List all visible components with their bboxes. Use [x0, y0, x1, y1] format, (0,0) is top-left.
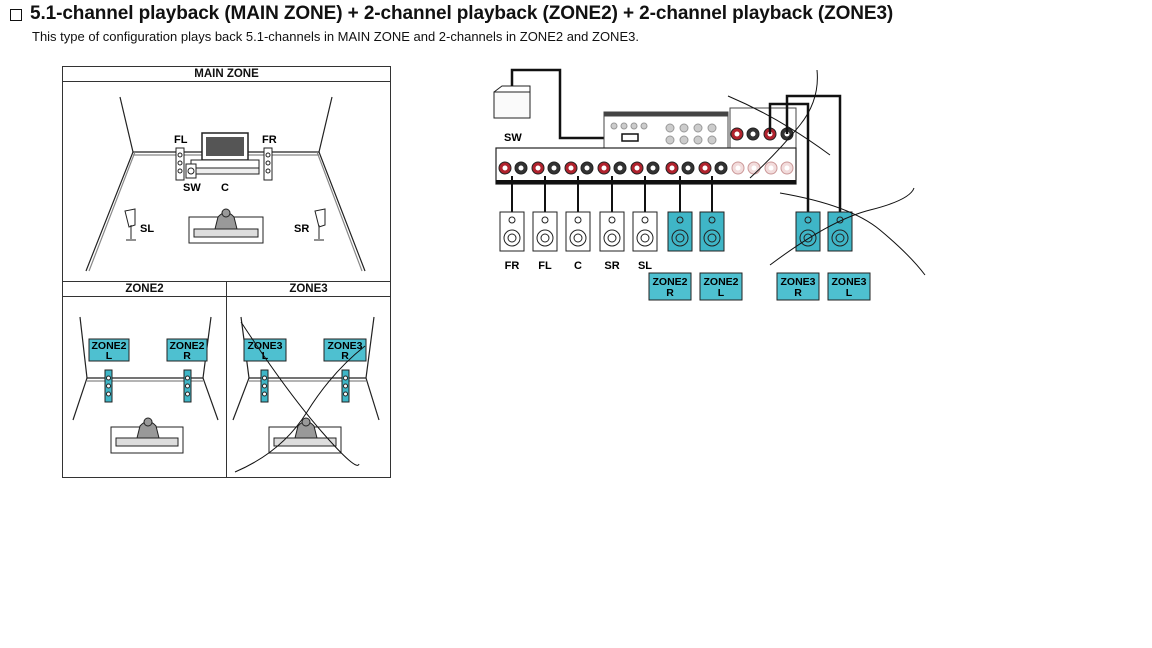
zone2-room-diagram: ZONE2 L ZONE2 R [72, 316, 219, 454]
sl-speaker-icon [124, 208, 136, 241]
zone2-panel: ZONE2 ZONE2 L ZONE2 R [62, 281, 227, 478]
terminal-post [630, 161, 644, 175]
svg-text:ZONE3: ZONE3 [247, 340, 282, 352]
subwoofer-cable [510, 68, 632, 140]
main-speaker-icon [565, 211, 591, 252]
zone2-right-tag [166, 338, 208, 362]
subwoofer-icon [493, 85, 531, 119]
svg-text:ZONE3: ZONE3 [327, 340, 362, 352]
zone3-room-diagram: ZONE3 L ZONE3 R [232, 316, 380, 473]
fl-speaker-icon [175, 147, 185, 181]
zone2-right-speaker-icon [183, 369, 192, 403]
section-heading: 5.1-channel playback (MAIN ZONE) + 2-cha… [10, 3, 893, 25]
terminal-post [780, 161, 794, 175]
svg-text:R: R [794, 287, 802, 299]
terminal-post [681, 161, 695, 175]
zone3-strike-line-2 [234, 345, 366, 473]
terminal-post [698, 161, 712, 175]
fr-speaker-icon [263, 147, 273, 181]
terminal-post [731, 161, 745, 175]
main-speaker-icon [599, 211, 625, 252]
terminal-post [580, 161, 594, 175]
zone3-left-speaker-icon [260, 369, 269, 403]
main-speaker-icon [499, 211, 525, 252]
zone3-strike-line-1 [240, 321, 360, 466]
svg-text:R: R [341, 350, 349, 362]
page-subtitle: This type of configuration plays back 5.… [32, 29, 639, 44]
svg-text:ZONE2: ZONE2 [169, 340, 204, 352]
main-speaker-icon [532, 211, 558, 252]
fr-label: FR [262, 134, 277, 146]
wiring-label-fl: FL [538, 260, 552, 272]
zone3-terminal-group [730, 127, 794, 141]
terminal-post [747, 161, 761, 175]
sr-label: SR [294, 223, 309, 235]
sw-label: SW [183, 182, 201, 194]
subwoofer-label: SW [504, 132, 522, 144]
wiring-zone2-l-tag [699, 272, 743, 301]
wiring-zone3-l-tag [827, 272, 871, 301]
zone2-left-speaker-icon [104, 369, 113, 403]
svg-text:L: L [106, 350, 113, 362]
wiring-label-sl: SL [638, 260, 652, 272]
svg-text:R: R [183, 350, 191, 362]
terminal-post [613, 161, 627, 175]
zone3-label: ZONE3 [227, 282, 390, 297]
terminal-post [597, 161, 611, 175]
zone2-sofa-icon [110, 417, 184, 454]
fl-label: FL [174, 134, 188, 146]
sr-speaker-icon [314, 208, 326, 241]
zone2-left-tag [88, 338, 130, 362]
zone3-panel: ZONE3 ZONE3 L ZONE3 R [226, 281, 391, 478]
terminal-post [714, 161, 728, 175]
wiring-label-fr: FR [505, 260, 520, 272]
wiring-label-sr: SR [604, 260, 619, 272]
svg-text:ZONE2: ZONE2 [91, 340, 126, 352]
sofa-icon [188, 208, 264, 244]
main-zone-room-diagram: FL FR SW C SL SR [85, 96, 366, 272]
wiring-label-c: C [574, 260, 582, 272]
speaker-cables [511, 94, 842, 212]
zone-speaker-icon [827, 211, 853, 252]
c-label: C [221, 182, 229, 194]
svg-text:ZONE2: ZONE2 [652, 276, 687, 288]
receiver-speaker-terminals [495, 147, 797, 185]
main-zone-panel: MAIN ZONE [62, 66, 391, 282]
svg-text:L: L [262, 350, 269, 362]
main-zone-label: MAIN ZONE [63, 67, 390, 82]
zone3-left-tag [243, 338, 287, 362]
checkbox-bullet-icon [10, 9, 22, 21]
terminal-post [531, 161, 545, 175]
zone3-sofa-icon [268, 417, 342, 454]
svg-text:L: L [846, 287, 853, 299]
zone3-right-speaker-icon [341, 369, 350, 403]
svg-text:ZONE3: ZONE3 [780, 276, 815, 288]
zone-speaker-icon [667, 211, 693, 252]
main-speaker-icon [632, 211, 658, 252]
terminal-post [764, 161, 778, 175]
terminal-post [498, 161, 512, 175]
terminal-post [514, 161, 528, 175]
zone-speaker-icon [795, 211, 821, 252]
zone3-right-tag [323, 338, 367, 362]
zone2-label: ZONE2 [63, 282, 226, 297]
wiring-zone3-r-tag [776, 272, 820, 301]
terminal-post [564, 161, 578, 175]
zone-speaker-icon [699, 211, 725, 252]
terminal-post [646, 161, 660, 175]
terminal-post [665, 161, 679, 175]
sl-label: SL [140, 223, 154, 235]
svg-text:ZONE3: ZONE3 [831, 276, 866, 288]
receiver-upper-panel [603, 107, 797, 149]
sw-speaker-icon [185, 163, 197, 179]
svg-text:L: L [718, 287, 725, 299]
terminal-post [547, 161, 561, 175]
page-title: 5.1-channel playback (MAIN ZONE) + 2-cha… [30, 3, 894, 24]
svg-text:R: R [666, 287, 674, 299]
wiring-zone2-r-tag [648, 272, 692, 301]
svg-text:ZONE2: ZONE2 [703, 276, 738, 288]
wiring-strike-lines [727, 69, 926, 276]
